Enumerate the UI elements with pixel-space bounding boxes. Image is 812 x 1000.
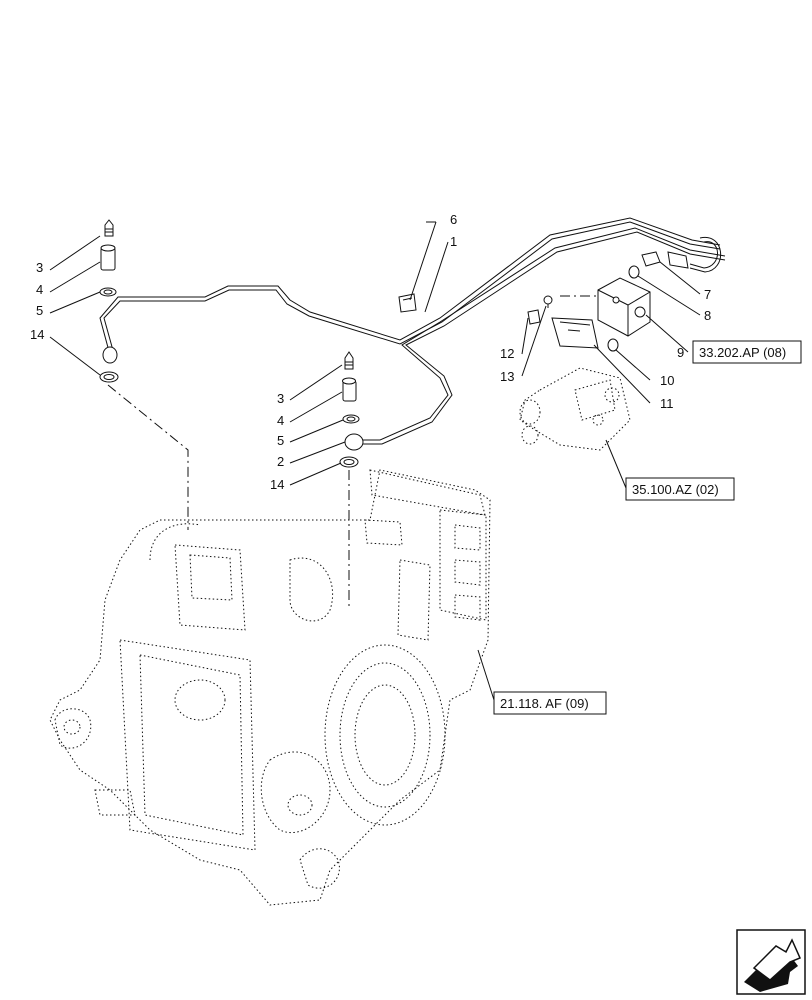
callout-2: 2 xyxy=(277,454,284,469)
callout-6: 6 xyxy=(450,212,457,227)
callout-3: 3 xyxy=(277,391,284,406)
callout-5: 5 xyxy=(36,303,43,318)
callout-9: 9 xyxy=(677,345,684,360)
next-page-arrow-icon[interactable] xyxy=(736,929,806,995)
control-valve-assembly xyxy=(519,367,631,451)
pipe-clip xyxy=(398,293,417,313)
callout-7: 7 xyxy=(704,287,711,302)
bracket-and-screws xyxy=(527,295,619,352)
callout-5: 5 xyxy=(277,433,284,448)
valve-block xyxy=(597,277,651,337)
callout-11: 11 xyxy=(660,396,674,411)
callout-14: 14 xyxy=(30,327,44,342)
reference-control-valve[interactable]: 35.100.AZ (02) xyxy=(625,477,735,501)
callout-1: 1 xyxy=(450,234,457,249)
reference-housing[interactable]: 21.118. AF (09) xyxy=(493,691,607,715)
callout-10: 10 xyxy=(660,373,674,388)
reference-valve-block[interactable]: 33.202.AP (08) xyxy=(692,340,802,364)
right-fittings xyxy=(628,251,689,279)
callout-13: 13 xyxy=(500,369,514,384)
callout-14: 14 xyxy=(270,477,284,492)
callout-4: 4 xyxy=(36,282,43,297)
transmission-housing xyxy=(49,469,491,906)
callout-3: 3 xyxy=(36,260,43,275)
assembly-guide-lines xyxy=(107,295,598,610)
center-fitting-stack xyxy=(339,351,364,468)
reference-housing-label[interactable]: 21.118. AF (09) xyxy=(500,696,589,711)
reference-valve-block-label[interactable]: 33.202.AP (08) xyxy=(699,345,786,360)
callout-4: 4 xyxy=(277,413,284,428)
reference-control-valve-label[interactable]: 35.100.AZ (02) xyxy=(632,482,719,497)
callout-12: 12 xyxy=(500,346,514,361)
hydraulic-pipes xyxy=(99,217,726,445)
leader-lines xyxy=(49,221,701,701)
callout-labels: 1 6 3 4 5 14 3 4 5 2 14 7 8 9 10 11 12 1… xyxy=(30,212,711,492)
left-fitting-stack xyxy=(99,219,119,383)
callout-8: 8 xyxy=(704,308,711,323)
